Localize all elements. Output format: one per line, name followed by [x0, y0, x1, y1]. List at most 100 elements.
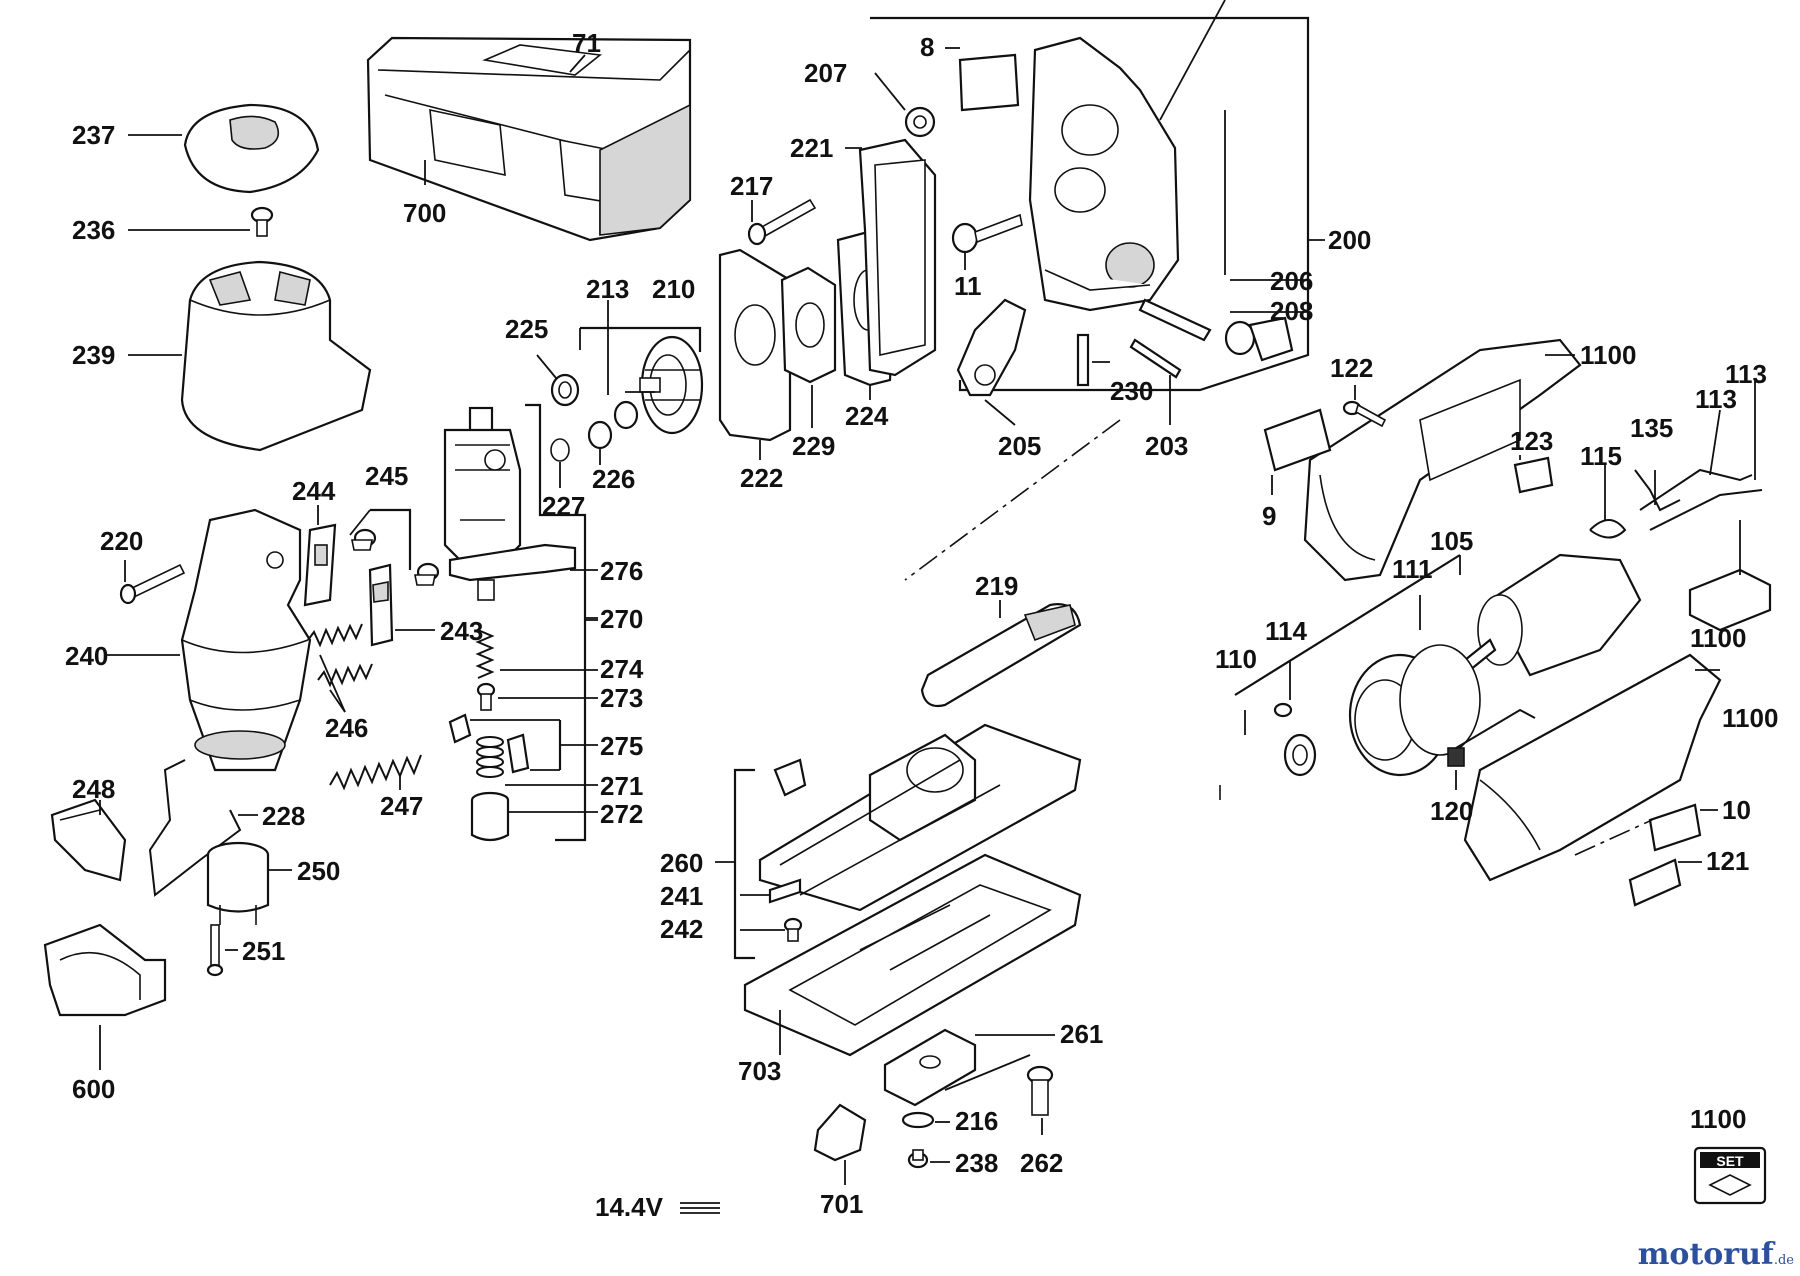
- part-label: 200: [1328, 225, 1371, 255]
- part-label: 270: [600, 604, 643, 634]
- part-label: 11: [954, 271, 982, 301]
- part-label: 600: [72, 1074, 115, 1104]
- part-label: 243: [440, 616, 483, 646]
- pin-part-206: [1138, 298, 1212, 342]
- part-label: 245: [365, 461, 408, 491]
- clip-part-244: [303, 523, 337, 607]
- part-label: 121: [1706, 846, 1749, 876]
- part-label: 227: [542, 491, 585, 521]
- part-label: 207: [804, 58, 847, 88]
- part-label: 114: [1265, 616, 1307, 646]
- screw-part-251: [206, 924, 224, 977]
- part-label: 208: [1270, 296, 1313, 326]
- housing-half-part-1100c: [1463, 653, 1722, 882]
- watermark-logo: motoruf.de: [1638, 1237, 1794, 1272]
- part-label: 240: [65, 641, 108, 671]
- part-label: 238: [955, 1148, 998, 1178]
- pad-part-123: [1513, 456, 1554, 494]
- sleeve-part-250: [206, 841, 270, 925]
- screw-part-241: [768, 878, 802, 904]
- pin-part-203: [1129, 338, 1182, 379]
- part-label: 113: [1695, 384, 1737, 414]
- screw-part-242: [783, 917, 803, 942]
- part-label: 219: [975, 571, 1018, 601]
- housing-half-part-1100a: [1303, 338, 1582, 582]
- part-label: 225: [505, 314, 548, 344]
- part-label: 276: [600, 556, 643, 586]
- clip-part-115: [1589, 519, 1627, 539]
- plate-part-221: [858, 138, 937, 377]
- body-part-240: [180, 508, 312, 772]
- part-label: 250: [297, 856, 340, 886]
- part-label: 274: [600, 654, 644, 684]
- part-label: 247: [380, 791, 423, 821]
- bearing-part-110: [1283, 733, 1317, 777]
- part-label: 9: [1262, 501, 1276, 531]
- screw-part-245b: [414, 562, 440, 586]
- clip-part-227: [550, 438, 570, 462]
- part-label: 105: [1430, 526, 1473, 556]
- base-plate-part-703: [743, 853, 1082, 1057]
- part-label: 1100: [1690, 1104, 1746, 1134]
- part-label: 701: [820, 1189, 863, 1219]
- part-label: 703: [738, 1056, 781, 1086]
- part-label: 1100: [1722, 703, 1778, 733]
- spring-part-246: [307, 623, 373, 688]
- plate-part-222: [718, 248, 792, 442]
- screw-part-11: [951, 213, 1023, 254]
- part-label: 8: [920, 32, 934, 62]
- watermark-text: motoruf: [1637, 1237, 1774, 1272]
- part-label: 213: [586, 274, 629, 304]
- screw-part-220: [119, 563, 186, 605]
- part-label: 236: [72, 215, 115, 245]
- grommet-part-207: [904, 106, 936, 138]
- lever-part-205: [956, 298, 1027, 397]
- part-label: 120: [1430, 796, 1473, 826]
- knob-part-208: [1224, 316, 1294, 362]
- spring-part-274: [475, 629, 495, 679]
- part-label: 110: [1215, 644, 1257, 674]
- voltage-label: 14.4V: [595, 1192, 664, 1222]
- clip-part-248: [50, 798, 127, 882]
- part-label: 273: [600, 683, 643, 713]
- part-label: 242: [660, 914, 703, 944]
- screw-part-262: [1026, 1065, 1054, 1116]
- set-badge-icon: [1693, 1146, 1767, 1205]
- lead-part-135: [1634, 469, 1681, 512]
- plunger-assembly-part: [443, 406, 577, 601]
- screw-part-273: [476, 682, 496, 711]
- part-label: 228: [262, 801, 305, 831]
- pin-part-230: [1076, 333, 1090, 387]
- contact-part-120: [1447, 708, 1536, 767]
- part-label: 275: [600, 731, 643, 761]
- carry-case-part: [366, 36, 692, 242]
- part-label: 205: [998, 431, 1041, 461]
- part-label: 221: [790, 133, 833, 163]
- lever-part-219: [920, 603, 1082, 708]
- part-label: 700: [403, 198, 446, 228]
- part-label: 246: [325, 713, 368, 743]
- screw-part-217: [747, 198, 817, 246]
- part-label: 1100: [1690, 623, 1746, 653]
- part-label: 229: [792, 431, 835, 461]
- gear-housing-part-200: [1028, 36, 1180, 312]
- plate-part-261: [883, 1028, 977, 1107]
- label-part-8: [958, 53, 1020, 112]
- gear-part-111: [1348, 644, 1481, 777]
- label-part-9: [1263, 408, 1332, 472]
- part-label: 203: [1145, 431, 1188, 461]
- part-label: 260: [660, 848, 703, 878]
- label-part-10: [1648, 803, 1702, 852]
- part-label: 222: [740, 463, 783, 493]
- part-label: 271: [600, 771, 643, 801]
- part-label: 224: [845, 401, 889, 431]
- part-label: 71: [572, 28, 601, 58]
- housing-part-239: [180, 260, 372, 452]
- part-label: 239: [72, 340, 115, 370]
- part-label: 135: [1630, 413, 1673, 443]
- part-label: 210: [652, 274, 695, 304]
- gear-part-210: [639, 335, 704, 435]
- part-label: 241: [660, 881, 703, 911]
- washer-part-216: [901, 1111, 935, 1129]
